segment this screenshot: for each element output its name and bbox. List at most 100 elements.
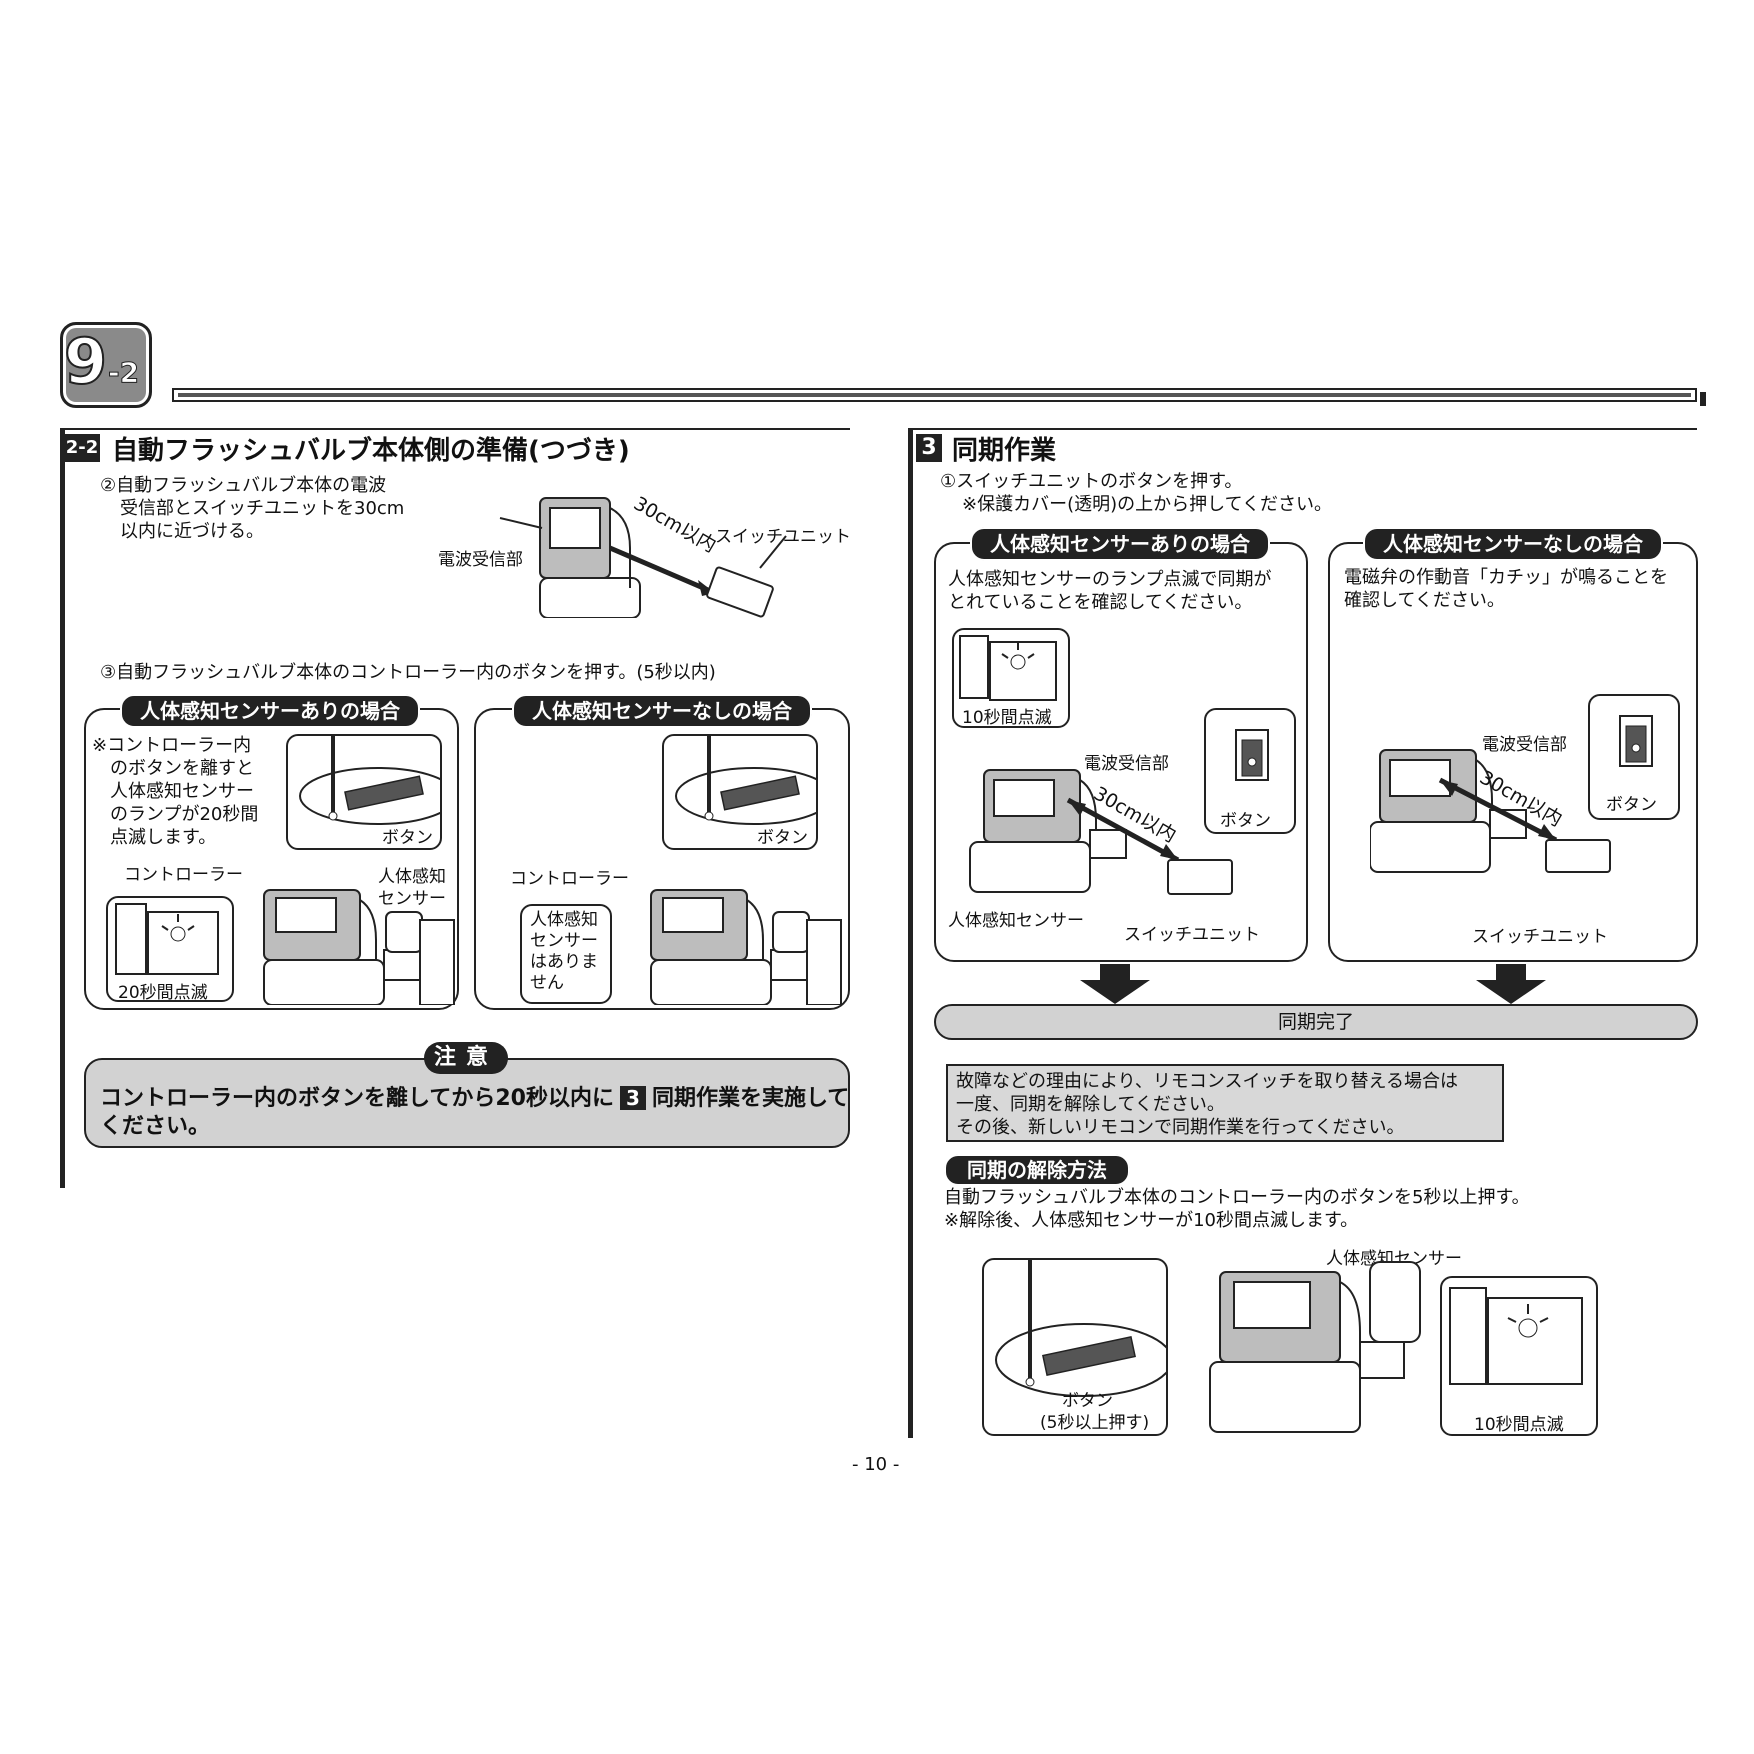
- caution-badge: 3: [619, 1086, 646, 1110]
- replace-note-line2: 一度、同期を解除してください。: [956, 1094, 1225, 1115]
- left-with-note-2: のボタンを離すと: [110, 758, 254, 779]
- right-step1: ①スイッチユニットのボタンを押す。: [940, 471, 1243, 492]
- right-with-desc-2: とれていることを確認してください。: [948, 592, 1253, 613]
- left-with-note-5: 点滅します。: [110, 827, 217, 848]
- left-section-title: 自動フラッシュバルブ本体側の準備(つづき): [112, 436, 630, 466]
- button-closeup-illustration-2: [675, 736, 833, 825]
- replace-note-box: [946, 1064, 1504, 1142]
- right-panel-without-sensor-title-text: 人体感知センサーなしの場合: [1363, 527, 1663, 561]
- right-without-valve-illustration: [1370, 749, 1611, 873]
- left-without-controller-label: コントローラー: [510, 869, 629, 889]
- left-section-number: 2-2: [64, 434, 100, 462]
- left-with-blink-label: 20秒間点滅: [118, 983, 208, 1003]
- left-panel-without-sensor-title-text: 人体感知センサーなしの場合: [512, 694, 812, 728]
- replace-note-line1: 故障などの理由により、リモコンスイッチを取り替える場合は: [956, 1071, 1459, 1092]
- header-rule-shadow: [1700, 392, 1706, 406]
- left-with-note-1: ※コントローラー内: [92, 735, 252, 756]
- right-with-button-label: ボタン: [1220, 811, 1271, 831]
- release-method-title-text: 同期の解除方法: [944, 1154, 1130, 1186]
- switch-button-illustration: [1235, 729, 1269, 781]
- right-section-number: 3: [916, 434, 942, 462]
- left-with-note-4: のランプが20秒間: [110, 804, 259, 825]
- switch-button-illustration-2: [1619, 715, 1653, 767]
- no-sensor-line3: はありま: [530, 952, 598, 972]
- arrow-down-icon: [1080, 964, 1150, 1004]
- release-blink-label: 10秒間点滅: [1474, 1415, 1564, 1435]
- release-button-callout: [982, 1258, 1173, 1436]
- right-section-rule: [912, 428, 1697, 430]
- release-button-label: ボタン: [1062, 1391, 1113, 1411]
- right-with-blink-label: 10秒間点滅: [962, 708, 1052, 728]
- right-without-desc-2: 確認してください。: [1344, 590, 1505, 611]
- caution-text-line2: ください。: [100, 1114, 211, 1139]
- left-panel-with-sensor-title-text: 人体感知センサーありの場合: [120, 694, 420, 728]
- right-with-valve-illustration: [969, 769, 1233, 895]
- no-sensor-line1: 人体感知: [530, 910, 598, 930]
- chapter-badge: [60, 322, 152, 408]
- right-without-switch-unit-label: スイッチユニット: [1472, 927, 1608, 947]
- left-with-note-3: 人体感知センサー: [110, 781, 254, 802]
- release-method-title: 同期の解除方法: [944, 1154, 1130, 1186]
- step2-receiver-label: 電波受信部: [438, 550, 523, 570]
- left-without-valve-illustration: [650, 889, 842, 1005]
- left-panel-with-sensor-title: 人体感知センサーありの場合: [120, 694, 420, 728]
- caution-label: 注意: [424, 1042, 508, 1074]
- right-without-switch-button-callout: [1588, 694, 1680, 820]
- left-with-sensor-label-2: センサー: [378, 889, 446, 909]
- chapter-number: 9: [63, 324, 108, 399]
- left-with-blink-callout: [106, 896, 234, 1002]
- right-with-receiver-label: 電波受信部: [1084, 754, 1169, 774]
- right-section-title: 同期作業: [952, 436, 1057, 466]
- step2-switch-unit-label: スイッチユニット: [715, 527, 851, 547]
- right-with-sensor-label: 人体感知センサー: [948, 911, 1084, 931]
- release-line2: ※解除後、人体感知センサーが10秒間点滅します。: [944, 1210, 1359, 1231]
- no-sensor-line2: センサー: [530, 931, 598, 951]
- right-with-desc-1: 人体感知センサーのランプ点滅で同期が: [948, 569, 1272, 590]
- right-with-switch-unit-label: スイッチユニット: [1124, 925, 1260, 945]
- step3-text: ③自動フラッシュバルブ本体のコントローラー内のボタンを押す。(5秒以内): [100, 662, 716, 683]
- right-step1-note: ※保護カバー(透明)の上から押してください。: [962, 494, 1333, 515]
- step2-illustration: [499, 497, 787, 618]
- right-panel-with-sensor-title-text: 人体感知センサーありの場合: [970, 527, 1270, 561]
- left-section-rule: [60, 428, 850, 430]
- release-blink-callout: [1440, 1276, 1598, 1436]
- arrow-down-icon-2: [1476, 964, 1546, 1004]
- release-line1: 自動フラッシュバルブ本体のコントローラー内のボタンを5秒以上押す。: [944, 1187, 1530, 1208]
- left-without-no-sensor-callout: [520, 904, 612, 1004]
- right-panel-with-sensor-title: 人体感知センサーありの場合: [970, 527, 1270, 561]
- step2-line3: 以内に近づける。: [120, 521, 264, 542]
- right-with-switch-button-callout: [1204, 708, 1296, 834]
- header-rule: [172, 388, 1697, 402]
- release-press-label: (5秒以上押す): [1040, 1413, 1150, 1433]
- left-without-button-label: ボタン: [757, 828, 808, 848]
- right-panel-without-sensor-title: 人体感知センサーなしの場合: [1363, 527, 1663, 561]
- left-without-button-callout: [662, 734, 833, 850]
- release-sensor-label: 人体感知センサー: [1326, 1249, 1462, 1269]
- left-with-sensor-label-1: 人体感知: [378, 867, 446, 887]
- left-with-button-label: ボタン: [382, 828, 433, 848]
- left-column-line: [60, 428, 65, 1188]
- page-number: - 10 -: [852, 1454, 900, 1475]
- button-closeup-illustration: [299, 736, 457, 825]
- blink-lamp-illustration: [115, 903, 219, 975]
- left-with-controller-label: コントローラー: [124, 865, 243, 885]
- blink-lamp-illustration-3: [1449, 1287, 1583, 1385]
- column-divider: [908, 428, 913, 1438]
- button-closeup-illustration-3: [995, 1260, 1173, 1397]
- blink-lamp-illustration-2: [959, 635, 1057, 701]
- right-without-button-label: ボタン: [1606, 795, 1657, 815]
- sync-done-bar: 同期完了: [934, 1004, 1698, 1040]
- right-without-receiver-label: 電波受信部: [1482, 735, 1567, 755]
- caution-text-after: 同期作業を実施して: [651, 1086, 850, 1111]
- replace-note-line3: その後、新しいリモコンで同期作業を行ってください。: [956, 1117, 1405, 1138]
- left-panel-without-sensor-title: 人体感知センサーなしの場合: [512, 694, 812, 728]
- left-with-valve-illustration: [263, 889, 455, 1005]
- step2-line1: ②自動フラッシュバルブ本体の電波: [100, 475, 387, 496]
- left-with-button-callout: [286, 734, 457, 850]
- caution-text-before: コントローラー内のボタンを離してから20秒以内に: [100, 1086, 614, 1111]
- release-valve-illustration: [1209, 1261, 1421, 1433]
- right-without-desc-1: 電磁弁の作動音「カチッ」が鳴ることを: [1344, 567, 1668, 588]
- no-sensor-line4: せん: [530, 973, 564, 993]
- chapter-sub-number: -2: [107, 356, 140, 390]
